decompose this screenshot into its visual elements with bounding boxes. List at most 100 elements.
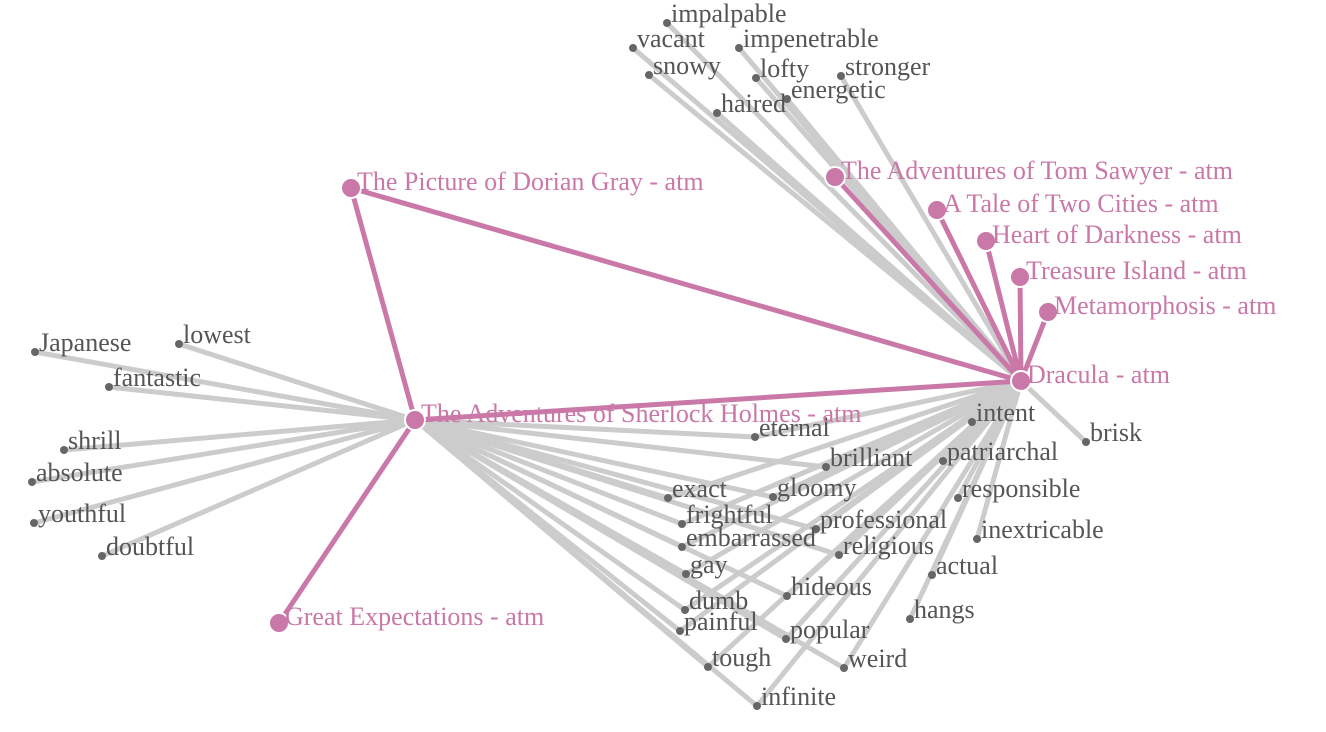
- word-node-actual[interactable]: [928, 571, 936, 579]
- edge-japanese-sherlock: [32, 349, 418, 423]
- word-node-hangs[interactable]: [906, 615, 914, 623]
- word-label-responsible: responsible: [962, 474, 1080, 503]
- word-node-exact[interactable]: [664, 494, 672, 502]
- edge-embarrassed-dracula: [679, 378, 1024, 550]
- word-node-youthful[interactable]: [30, 519, 38, 527]
- word-label-haired: haired: [721, 89, 786, 118]
- book-node-treasure[interactable]: [1009, 266, 1031, 288]
- word-node-intent[interactable]: [968, 418, 976, 426]
- edge-hangs-dracula: [907, 378, 1024, 622]
- edge-treasure-dracula: [1017, 274, 1024, 384]
- book-node-great[interactable]: [268, 612, 290, 634]
- book-label-dracula: Dracula - atm: [1027, 360, 1170, 389]
- edge-youthful-sherlock: [31, 417, 418, 526]
- word-label-hideous: hideous: [791, 572, 872, 601]
- word-node-lofty[interactable]: [752, 74, 760, 82]
- word-node-stronger[interactable]: [837, 72, 845, 80]
- edge-weird-sherlock: [412, 417, 847, 671]
- edge-brilliant-sherlock: [412, 417, 829, 470]
- word-node-brilliant[interactable]: [822, 463, 830, 471]
- word-node-energetic[interactable]: [783, 95, 791, 103]
- book-node-dorian[interactable]: [340, 177, 362, 199]
- edge-impalpable-dracula: [664, 20, 1024, 384]
- word-node-shrill[interactable]: [60, 446, 68, 454]
- book-label-treasure: Treasure Island - atm: [1026, 256, 1247, 285]
- word-label-embarrassed: embarrassed: [686, 523, 816, 552]
- word-label-gay: gay: [690, 550, 728, 579]
- word-node-impenetrable[interactable]: [735, 44, 743, 52]
- word-node-vacant[interactable]: [629, 44, 637, 52]
- word-node-tough[interactable]: [704, 663, 712, 671]
- edge-stronger-dracula: [838, 73, 1024, 384]
- word-node-japanese[interactable]: [31, 348, 39, 356]
- word-node-fantastic[interactable]: [105, 383, 113, 391]
- book-node-dracula[interactable]: [1010, 370, 1032, 392]
- word-node-absolute[interactable]: [28, 478, 36, 486]
- word-label-inextricable: inextricable: [981, 515, 1104, 544]
- word-node-lowest[interactable]: [175, 340, 183, 348]
- edge-brisk-dracula: [1018, 378, 1089, 445]
- word-label-impalpable: impalpable: [671, 0, 787, 28]
- word-node-frightful[interactable]: [678, 520, 686, 528]
- word-node-doubtful[interactable]: [98, 552, 106, 560]
- word-node-hideous[interactable]: [783, 592, 791, 600]
- word-node-inextricable[interactable]: [973, 535, 981, 543]
- word-label-japanese: Japanese: [39, 328, 131, 357]
- edge-sherlock-great: [276, 417, 418, 626]
- word-node-gloomy[interactable]: [769, 493, 777, 501]
- word-node-brisk[interactable]: [1082, 438, 1090, 446]
- book-edges: [276, 174, 1051, 626]
- edge-infinite-dracula: [754, 378, 1024, 709]
- word-node-professional[interactable]: [812, 525, 820, 533]
- edge-tale-dracula: [934, 207, 1024, 384]
- word-node-painful[interactable]: [676, 627, 684, 635]
- word-label-absolute: absolute: [36, 458, 123, 487]
- word-label-lowest: lowest: [183, 320, 252, 349]
- word-label-snowy: snowy: [653, 51, 721, 80]
- word-label-lofty: lofty: [760, 54, 809, 83]
- edge-meta-dracula: [1018, 309, 1051, 384]
- book-node-tale[interactable]: [926, 199, 948, 221]
- word-label-impenetrable: impenetrable: [743, 24, 879, 53]
- word-edges: [29, 20, 1089, 709]
- edge-popular-dracula: [783, 378, 1024, 642]
- word-node-embarrassed[interactable]: [678, 543, 686, 551]
- word-node-patriarchal[interactable]: [939, 457, 947, 465]
- word-node-religious[interactable]: [835, 551, 843, 559]
- edge-shrill-sherlock: [61, 417, 418, 453]
- edge-haired-dracula: [714, 110, 1024, 384]
- edge-dorian-sherlock: [348, 185, 418, 423]
- edge-eternal-sherlock: [412, 417, 758, 440]
- edge-tom-dracula: [832, 174, 1024, 384]
- word-node-popular[interactable]: [782, 635, 790, 643]
- book-label-heart: Heart of Darkness - atm: [992, 220, 1242, 249]
- edge-exact-dracula: [665, 378, 1024, 501]
- edge-dumb-sherlock: [412, 417, 688, 613]
- word-label-dumb: dumb: [689, 586, 748, 615]
- word-node-responsible[interactable]: [954, 494, 962, 502]
- word-node-dumb[interactable]: [681, 606, 689, 614]
- book-node-sherlock[interactable]: [404, 409, 426, 431]
- word-node-eternal[interactable]: [751, 433, 759, 441]
- edge-absolute-sherlock: [29, 417, 418, 485]
- edge-gloomy-sherlock: [412, 417, 776, 500]
- edge-gay-dracula: [683, 378, 1024, 577]
- word-label-actual: actual: [936, 551, 998, 580]
- word-node-snowy[interactable]: [645, 71, 653, 79]
- word-node-haired[interactable]: [713, 109, 721, 117]
- word-node-impalpable[interactable]: [663, 19, 671, 27]
- word-node-infinite[interactable]: [753, 702, 761, 710]
- word-label-tough: tough: [712, 643, 771, 672]
- word-node-gay[interactable]: [682, 570, 690, 578]
- word-label-stronger: stronger: [845, 52, 931, 81]
- word-label-energetic: energetic: [791, 75, 886, 104]
- word-node-weird[interactable]: [840, 664, 848, 672]
- book-node-tom[interactable]: [824, 166, 846, 188]
- book-label-tale: A Tale of Two Cities - atm: [943, 189, 1219, 218]
- word-label-brisk: brisk: [1090, 418, 1142, 447]
- book-node-heart[interactable]: [975, 230, 997, 252]
- book-node-meta[interactable]: [1037, 301, 1059, 323]
- word-label-brilliant: brilliant: [830, 443, 913, 472]
